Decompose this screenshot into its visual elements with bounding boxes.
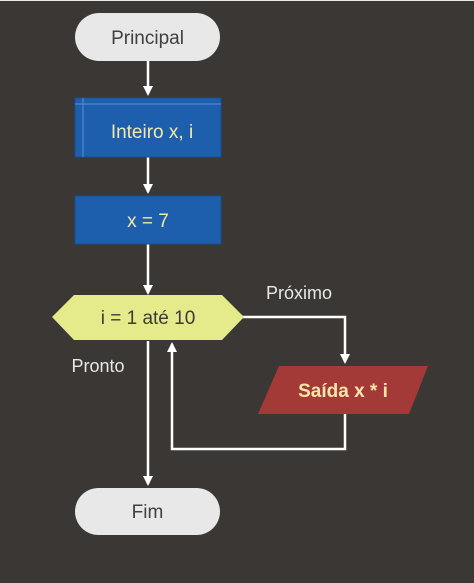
connectors — [143, 61, 350, 486]
assign-shape — [74, 195, 222, 245]
edge-output-back-to-loop — [167, 342, 347, 451]
end-label: Fim — [132, 502, 164, 523]
start-shape — [75, 13, 220, 61]
edge-label-done: Pronto — [71, 356, 124, 376]
start-label: Principal — [111, 28, 184, 49]
assign-node: x = 7 — [74, 195, 222, 245]
loop-label: i = 1 até 10 — [101, 308, 196, 329]
assign-label: x = 7 — [127, 211, 169, 232]
end-shape — [75, 488, 220, 535]
declare-label: Inteiro x, i — [111, 122, 193, 143]
declare-node: Inteiro x, i — [74, 97, 222, 158]
output-shape — [258, 366, 428, 414]
start-node: Principal — [75, 13, 220, 61]
edge-label-next: Próximo — [266, 283, 332, 303]
loop-shape — [52, 295, 244, 340]
output-node: Saída x * i — [258, 366, 428, 414]
edge-loop-to-output — [242, 315, 350, 364]
declare-shape — [74, 97, 222, 158]
loop-node: i = 1 até 10 — [52, 295, 244, 340]
end-node: Fim — [75, 488, 220, 535]
output-label: Saída x * i — [298, 381, 388, 402]
